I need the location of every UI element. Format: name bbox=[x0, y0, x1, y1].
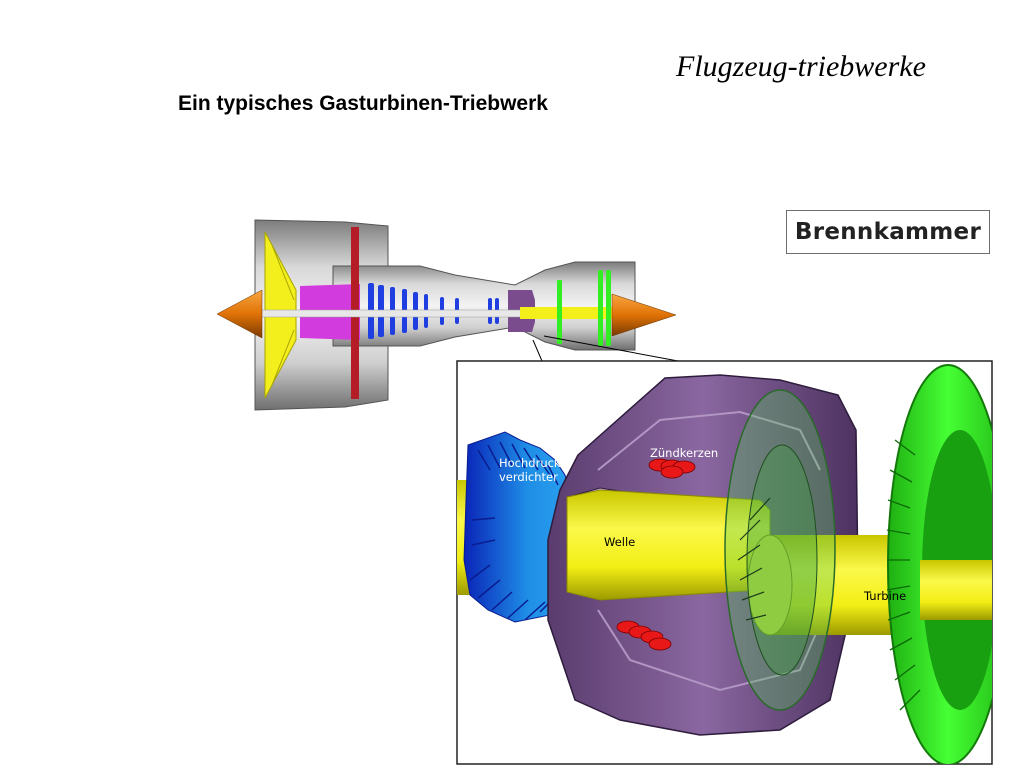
label-compressor-line1: Hochdruck- bbox=[499, 456, 565, 470]
turbine-disc bbox=[886, 364, 992, 764]
compressor-blades bbox=[463, 431, 571, 623]
combustor-detail bbox=[457, 364, 992, 764]
brennkammer-label: Brennkammer bbox=[786, 210, 990, 254]
label-igniters: Zündkerzen bbox=[650, 446, 718, 460]
engine-overview bbox=[216, 219, 677, 411]
slide-subtitle: Ein typisches Gasturbinen-Triebwerk bbox=[178, 92, 548, 115]
slide-title: Flugzeug-triebwerke bbox=[676, 50, 926, 83]
label-turbine: Turbine bbox=[863, 589, 906, 603]
label-compressor-line2: verdichter bbox=[499, 470, 558, 484]
igniter-plugs bbox=[616, 458, 696, 651]
label-shaft: Welle bbox=[604, 535, 635, 549]
